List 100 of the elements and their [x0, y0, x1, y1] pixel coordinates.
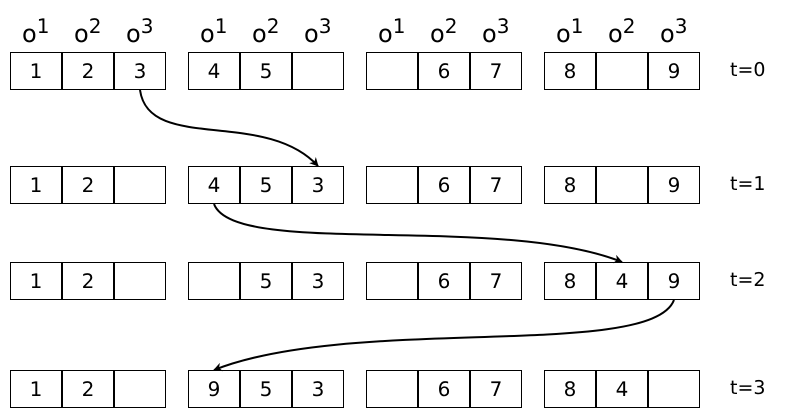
slot-box: [10, 262, 62, 300]
slot-box: [470, 166, 522, 204]
slot-number: 6: [438, 173, 450, 197]
slot-box: [544, 52, 596, 90]
slot-box: [418, 166, 470, 204]
slot-box: [366, 166, 418, 204]
slot-box: [366, 370, 418, 408]
slot-box: [188, 166, 240, 204]
slot-box: [240, 52, 292, 90]
column-header: o$^{2}$: [252, 13, 280, 48]
slot-box: [240, 166, 292, 204]
slot-number: 6: [438, 59, 450, 83]
slot-number: 1: [30, 377, 42, 401]
slot-box: [188, 370, 240, 408]
slot-box: [188, 262, 240, 300]
slot-number: 5: [260, 59, 272, 83]
slot-number: 1: [30, 173, 42, 197]
slot-number: 5: [260, 173, 272, 197]
slot-number: 7: [490, 377, 502, 401]
slot-number: 6: [438, 377, 450, 401]
slot-box: [544, 370, 596, 408]
time-label: t=0: [730, 59, 766, 81]
slot-number: 6: [438, 269, 450, 293]
slot-number: 2: [82, 173, 94, 197]
slot-box: [114, 52, 166, 90]
column-header: o$^{1}$: [378, 13, 406, 48]
column-header: o$^{3}$: [126, 13, 154, 48]
slot-box: [62, 52, 114, 90]
slot-box: [596, 262, 648, 300]
slot-number: 2: [82, 269, 94, 293]
slot-box: [292, 52, 344, 90]
slot-number: 3: [134, 59, 146, 83]
slot-number: 2: [82, 377, 94, 401]
slot-box: [418, 52, 470, 90]
column-header: o$^{2}$: [608, 13, 636, 48]
column-header: o$^{3}$: [482, 13, 510, 48]
slot-number: 9: [668, 173, 680, 197]
slot-box: [114, 370, 166, 408]
slot-box: [544, 262, 596, 300]
time-label: t=2: [730, 269, 766, 291]
slot-number: 7: [490, 269, 502, 293]
slot-box: [648, 166, 700, 204]
time-label: t=1: [730, 173, 766, 195]
curved-arrow: [213, 203, 623, 264]
slot-number: 7: [490, 173, 502, 197]
slot-number: 5: [260, 269, 272, 293]
slot-box: [470, 262, 522, 300]
column-header: o$^{2}$: [74, 13, 102, 48]
slot-number: 4: [208, 173, 220, 197]
column-header: o$^{1}$: [22, 13, 50, 48]
slot-box: [62, 370, 114, 408]
curved-arrow: [139, 90, 319, 167]
column-header: o$^{2}$: [430, 13, 458, 48]
slot-number: 8: [564, 377, 576, 401]
slot-box: [418, 262, 470, 300]
time-label: t=3: [730, 377, 766, 399]
slot-number: 5: [260, 377, 272, 401]
slot-number: 8: [564, 173, 576, 197]
slot-number: 4: [208, 59, 220, 83]
slot-box: [470, 52, 522, 90]
slot-box: [10, 166, 62, 204]
column-header: o$^{3}$: [660, 13, 688, 48]
slot-box: [596, 52, 648, 90]
slot-number: 9: [208, 377, 220, 401]
column-header: o$^{3}$: [304, 13, 332, 48]
slot-box: [114, 166, 166, 204]
slot-number: 4: [616, 377, 628, 401]
slot-number: 4: [616, 269, 628, 293]
slot-box: [10, 52, 62, 90]
slot-box: [648, 370, 700, 408]
slot-number: 8: [564, 59, 576, 83]
slot-box: [470, 370, 522, 408]
curved-arrow: [213, 299, 675, 372]
slot-number: 2: [82, 59, 94, 83]
slot-number: 3: [312, 377, 324, 401]
slot-box: [418, 370, 470, 408]
slot-box: [366, 52, 418, 90]
slot-box: [188, 52, 240, 90]
slot-box: [62, 262, 114, 300]
slot-box: [596, 166, 648, 204]
slot-box: [596, 370, 648, 408]
slot-number: 9: [668, 269, 680, 293]
slot-number: 7: [490, 59, 502, 83]
slot-box: [292, 370, 344, 408]
slot-box: [62, 166, 114, 204]
column-header: o$^{1}$: [200, 13, 228, 48]
column-header: o$^{1}$: [556, 13, 584, 48]
slot-box: [240, 370, 292, 408]
slot-number: 8: [564, 269, 576, 293]
slot-box: [366, 262, 418, 300]
slot-number: 1: [30, 59, 42, 83]
slot-box: [292, 166, 344, 204]
slot-box: [240, 262, 292, 300]
slot-number: 3: [312, 269, 324, 293]
slot-box: [292, 262, 344, 300]
slot-number: 9: [668, 59, 680, 83]
slot-number: 3: [312, 173, 324, 197]
slot-number: 1: [30, 269, 42, 293]
slot-box: [648, 52, 700, 90]
slot-box: [648, 262, 700, 300]
